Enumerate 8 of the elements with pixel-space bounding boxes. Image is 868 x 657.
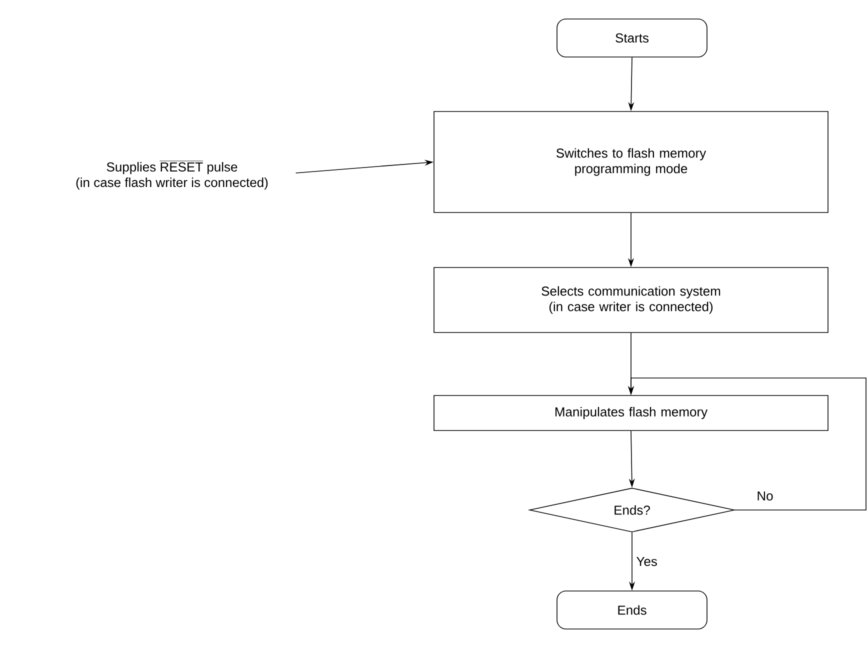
- process-box: Manipulates flash memory: [434, 395, 828, 431]
- note-text: $\mbox{Supplies }\overline{\mbox{RESET}}\mbox{ pulse}$ (in case flash writer is connected): [76, 160, 268, 190]
- process-box: Selects communication system (in case writer is connected): [434, 267, 828, 333]
- edge-label: No: [756, 490, 774, 502]
- terminal-box: Starts: [556, 18, 708, 58]
- edge-label: Yes: [635, 556, 658, 568]
- process-box: Switches to flash memory programming mode: [434, 111, 828, 213]
- terminal-box: Ends: [556, 590, 708, 630]
